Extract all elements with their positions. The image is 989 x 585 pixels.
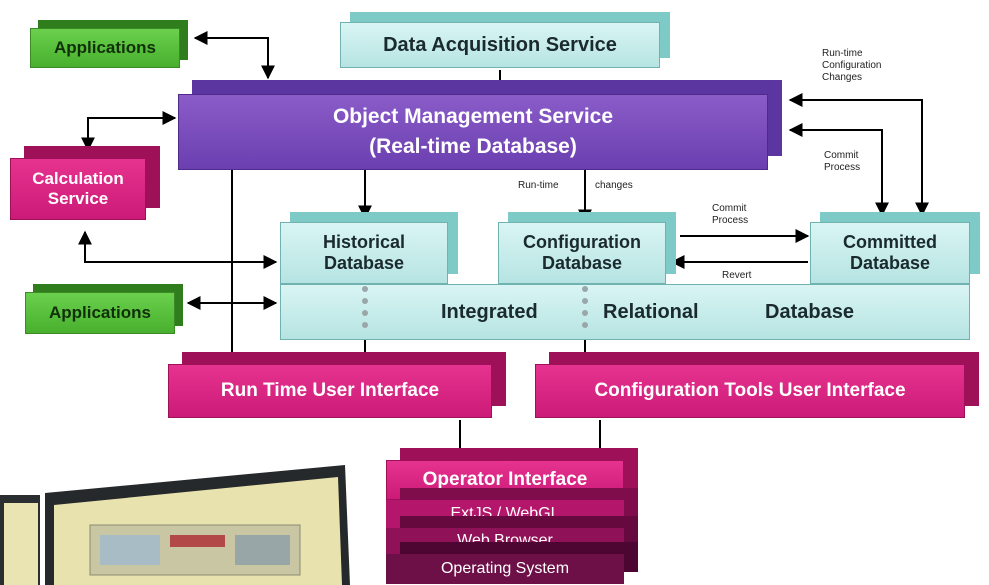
configuration-database-node: Configuration Database	[498, 222, 666, 284]
object-management-subtitle: (Real-time Database)	[369, 135, 577, 158]
edge-apps-top-oms	[193, 31, 275, 80]
applications-top-label: Applications	[53, 38, 156, 57]
applications-top-node: Applications	[30, 28, 180, 68]
edge-calc-historical	[78, 230, 278, 269]
committed-label-1: Committed	[843, 232, 937, 252]
applications-bottom-node: Applications	[25, 292, 175, 334]
runtime-changes-left-label: Run-time	[518, 180, 559, 191]
relational-label: Relational	[603, 300, 699, 323]
config-tools-ui-node: Configuration Tools User Interface	[535, 364, 965, 418]
operator-interface-node: Operator Interface	[386, 460, 624, 500]
web-browser-label: Web Browser	[457, 532, 553, 549]
extjs-webgl-layer: ExtJS / WebGL	[386, 500, 624, 528]
web-browser-layer: Web Browser	[386, 528, 624, 554]
revert-label: Revert	[722, 270, 752, 281]
monitors-image	[0, 465, 350, 585]
runtime-ui-label: Run Time User Interface	[220, 380, 440, 401]
database-label: Database	[765, 300, 854, 323]
edge-oms-calc	[81, 111, 177, 152]
operator-interface-label: Operator Interface	[422, 469, 588, 490]
configuration-label-1: Configuration	[523, 232, 641, 252]
config-tools-ui-label: Configuration Tools User Interface	[594, 380, 906, 401]
configuration-dots	[582, 286, 588, 334]
commit-process-right-label: Commit Process	[824, 150, 861, 173]
object-management-node: Object Management Service (Real-time Dat…	[178, 94, 768, 170]
historical-dots	[362, 286, 368, 334]
historical-label-2: Database	[323, 253, 405, 273]
integrated-relational-database-node: Integrated Relational Database	[280, 284, 970, 340]
edge-committed-oms-1	[788, 93, 929, 217]
runtime-changes-right-label: changes	[595, 180, 633, 191]
historical-label-1: Historical	[322, 232, 406, 252]
operating-system-label: Operating System	[440, 560, 570, 577]
edge-committed-oms-2	[788, 123, 889, 217]
runtime-config-changes-label: Run-time Configuration Changes	[822, 48, 882, 83]
data-acquisition-label: Data Acquisition Service	[383, 33, 617, 56]
extjs-webgl-label: ExtJS / WebGL	[450, 505, 560, 522]
commit-process-mid-label: Commit Process	[712, 203, 749, 226]
committed-label-2: Database	[849, 253, 931, 273]
calculation-label-2: Service	[47, 189, 109, 208]
committed-database-node: Committed Database	[810, 222, 970, 284]
calculation-service-node: Calculation Service	[10, 158, 146, 220]
integrated-label: Integrated	[441, 300, 538, 323]
data-acquisition-node: Data Acquisition Service	[340, 22, 660, 68]
runtime-ui-node: Run Time User Interface	[168, 364, 492, 418]
object-management-title: Object Management Service	[332, 105, 614, 128]
operating-system-layer: Operating System	[386, 554, 624, 584]
calculation-label-1: Calculation	[32, 169, 124, 188]
historical-database-node: Historical Database	[280, 222, 448, 284]
applications-bottom-label: Applications	[48, 303, 151, 322]
configuration-label-2: Database	[541, 253, 623, 273]
